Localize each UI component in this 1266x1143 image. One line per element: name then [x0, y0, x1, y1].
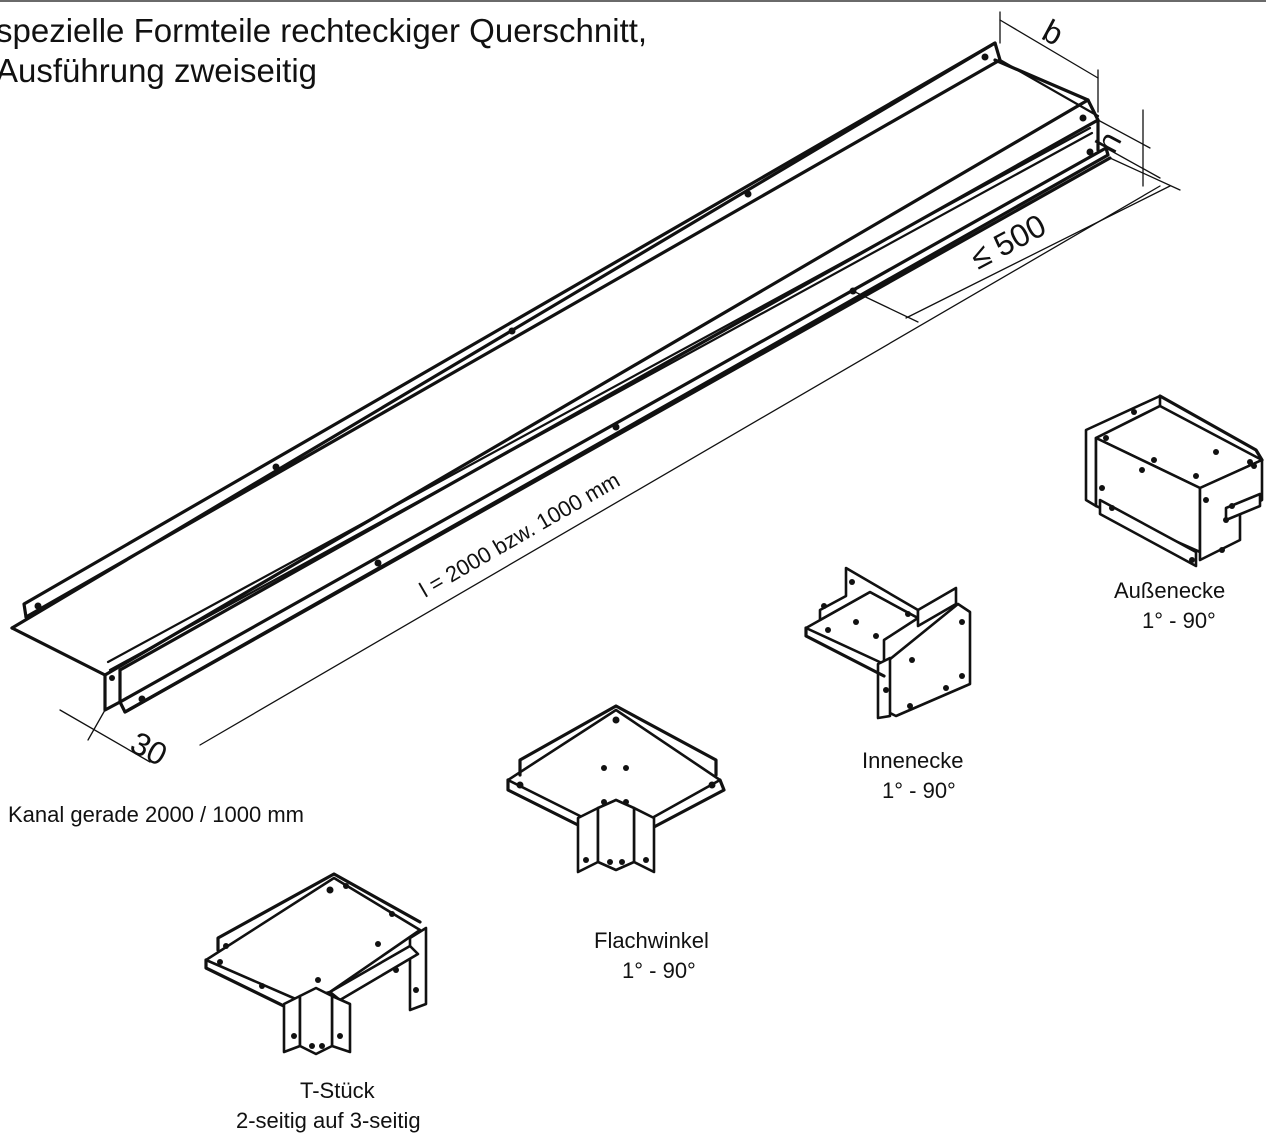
caption-tstueck: T-Stück [300, 1078, 376, 1103]
tstueck-leg-left [282, 994, 302, 1054]
dim-length-line [199, 185, 1161, 746]
flachwinkel-leg-left [576, 806, 600, 874]
title-line-1: spezielle Formteile rechteckiger Quersch… [0, 12, 647, 49]
dim-b-label: b [1037, 12, 1070, 52]
caption-flachwinkel: Flachwinkel [594, 928, 709, 953]
caption-aussenecke-range: 1° - 90° [1142, 608, 1216, 633]
flachwinkel-leg-right [632, 806, 656, 874]
dim-h-ext-top [1097, 119, 1151, 149]
channel-floor-back-line-2 [108, 131, 1094, 672]
caption-tstueck-range: 2-seitig auf 3-seitig [236, 1108, 421, 1133]
dim-500-label: ≤ 500 [964, 207, 1051, 276]
channel-right-wall-bottom [118, 146, 1108, 704]
dim-30-line [59, 709, 151, 763]
dim-h-ext-bottom [1105, 147, 1161, 179]
channel-left-flange-top [10, 41, 1002, 630]
tstueck-holes [217, 883, 419, 1049]
aussenecke-holes [1099, 409, 1257, 563]
channel-far-end-top [998, 58, 1100, 118]
tstueck-back-wall [216, 872, 422, 952]
caption-flachwinkel-range: 1° - 90° [622, 958, 696, 983]
tstueck-right-wall [408, 926, 428, 1012]
innenecke-drawing [804, 566, 972, 720]
channel-right-flange-edge [123, 156, 1112, 714]
caption-kanal: Kanal gerade 2000 / 1000 mm [8, 802, 304, 827]
channel-holes [34, 53, 1094, 703]
aussenecke-right-flange [1224, 492, 1262, 522]
flachwinkel-walls [518, 704, 718, 777]
flachwinkel-holes [516, 716, 716, 865]
channel-right-flange [118, 146, 1110, 714]
tstueck-stem [298, 986, 334, 1056]
dim-30-ext [87, 709, 106, 741]
dim-500-line [905, 185, 1171, 319]
innenecke-front-edge [804, 626, 886, 678]
dim-30-label: 30 [125, 724, 173, 772]
channel-left-flange-bottom [10, 58, 1090, 677]
tstueck-top-face [204, 876, 422, 1002]
channel-right-wall-top [118, 118, 1100, 672]
caption-innenecke: Innenecke [862, 748, 964, 773]
channel-right-wall-end [103, 668, 122, 712]
title-line-2: Ausführung zweiseitig [0, 52, 317, 89]
dim-b-line [999, 19, 1099, 79]
dim-500-ext-right [1109, 157, 1181, 191]
tstueck-drawing [204, 872, 428, 1056]
innenecke-holes [821, 579, 965, 709]
caption-innenecke-range: 1° - 90° [882, 778, 956, 803]
aussenecke-drawing [1084, 394, 1264, 568]
flachwinkel-drawing [506, 704, 726, 874]
innenecke-top-flange [916, 586, 958, 628]
aussenecke-bottom-flange [1098, 498, 1198, 568]
tstueck-leg-right [330, 994, 352, 1054]
channel-left-wall-top [22, 41, 997, 619]
aussenecke-top-edge [1158, 394, 1264, 462]
flachwinkel-stem [596, 798, 636, 872]
caption-aussenecke: Außenecke [1114, 578, 1225, 603]
straight-channel-drawing: b h ≤ 500 l = 2000 bzw. 1000 mm 30 [10, 11, 1181, 773]
